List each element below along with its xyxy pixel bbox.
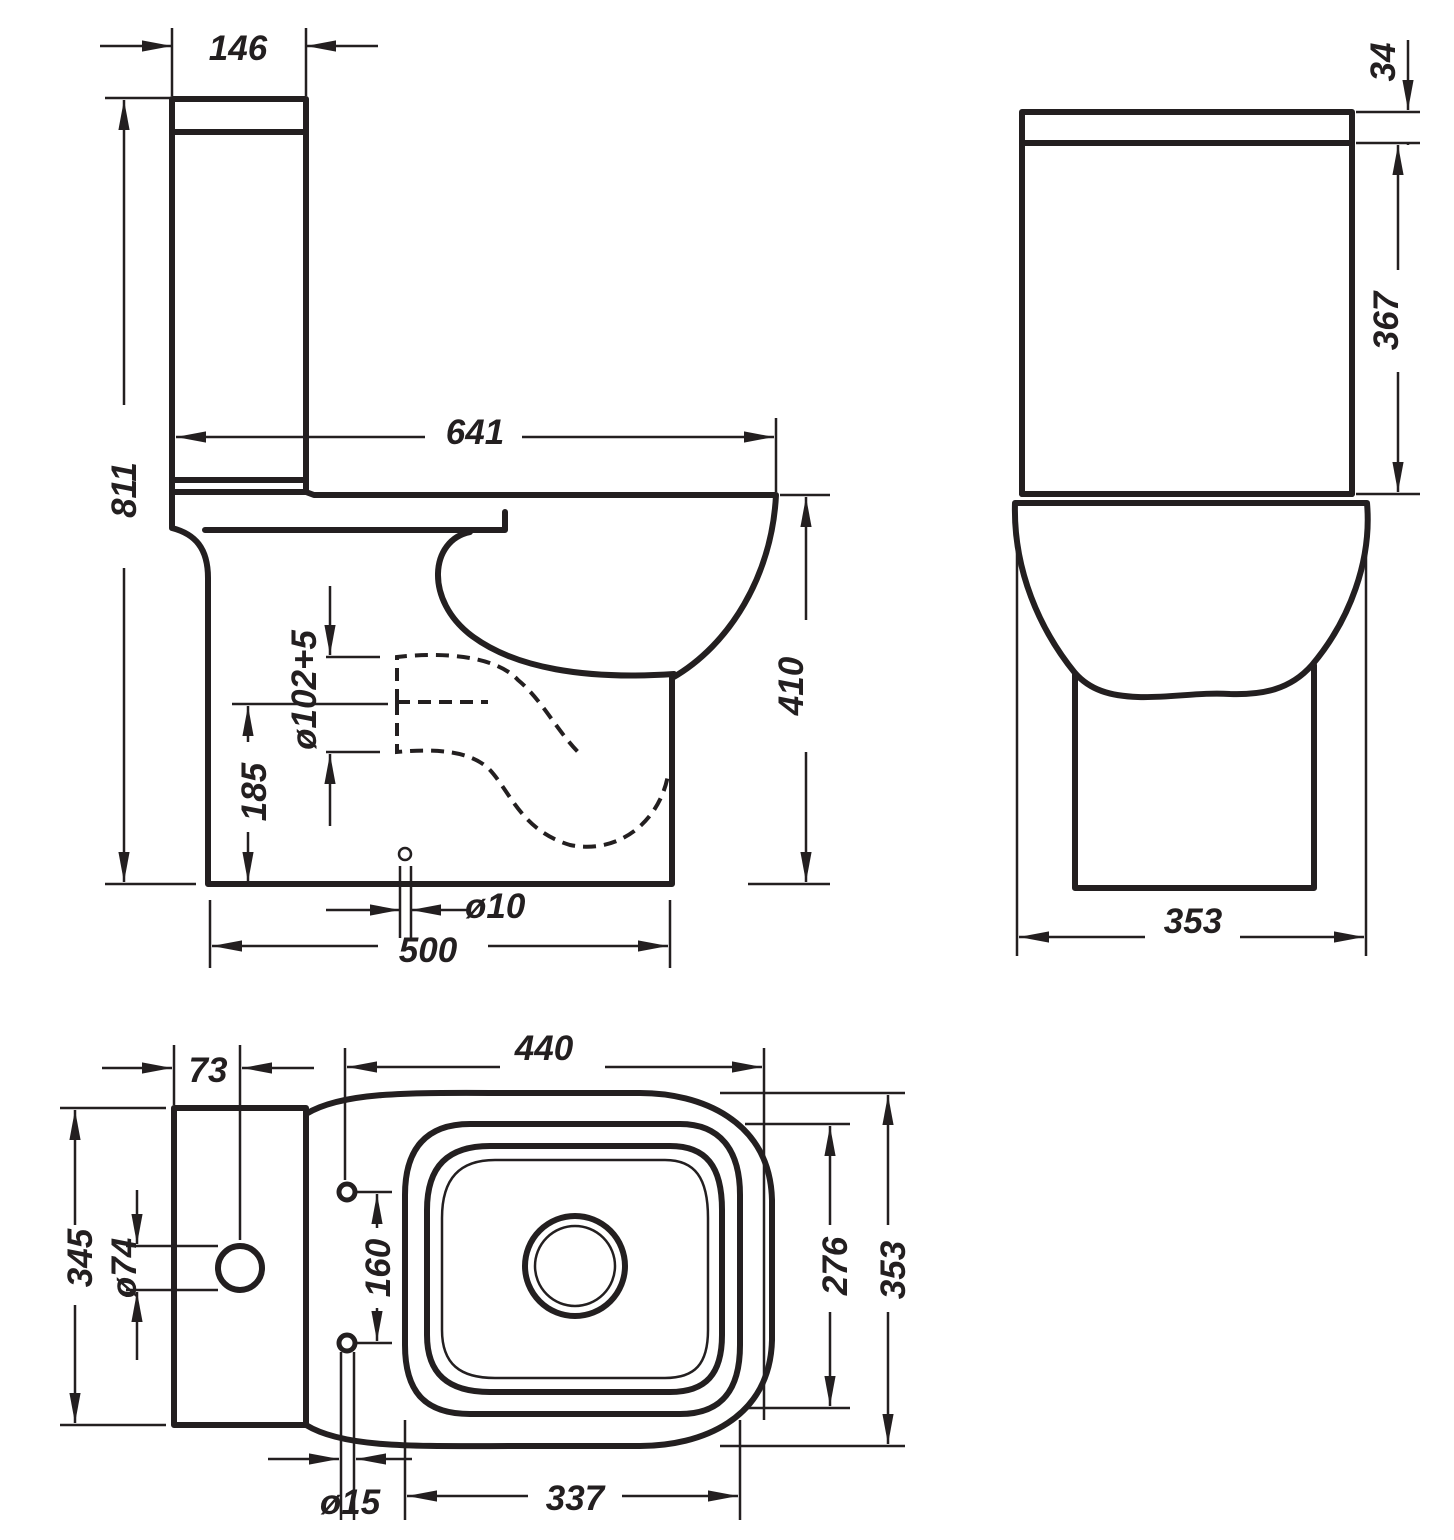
dim-side-fixing: ø10 (326, 866, 526, 938)
top-seat-inner (424, 1143, 725, 1395)
top-pan-outline (303, 1089, 775, 1450)
side-pan-outline (169, 489, 779, 887)
front-cistern (1019, 109, 1355, 497)
front-view: 34 367 353 (1011, 40, 1420, 956)
dim-top-160: 160 (355, 1190, 398, 1345)
dim-side-410: 410 (748, 493, 830, 886)
dim-side-185: 185 (232, 702, 388, 882)
dim-side-outlet: ø102+5 (285, 586, 380, 826)
dim-side-811: 811 (105, 96, 196, 886)
dim-front-lid-height-label: 34 (1364, 43, 1403, 82)
dim-top-bowl-length-label: 440 (514, 1029, 574, 1068)
dim-front-width-label: 353 (1164, 902, 1223, 941)
dim-top-seat-width-label: 276 (816, 1236, 855, 1296)
side-fixing-hole (397, 846, 413, 862)
top-drain (522, 1213, 628, 1319)
dim-top-353: 353 (720, 1091, 913, 1448)
dim-side-overall-height-label: 811 (105, 462, 144, 518)
dim-side-overall-length-label: 641 (446, 413, 504, 452)
dim-top-cistern-depth-label: 73 (189, 1051, 228, 1090)
dim-front-353: 353 (1015, 530, 1368, 956)
side-view: 146 641 811 410 (100, 28, 830, 970)
dim-side-fixing-hole-label: ø10 (465, 887, 526, 926)
dim-top-73: 73 (102, 1045, 314, 1240)
dim-side-base-length-label: 500 (399, 931, 458, 970)
top-seat-innermost (440, 1158, 710, 1380)
dim-top-hinge-hole: ø15 (268, 1352, 412, 1522)
dim-side-146: 146 (100, 28, 378, 96)
dim-top-337: 337 (403, 1420, 742, 1520)
dim-side-bowl-height-label: 410 (772, 656, 811, 716)
side-bowl-interior (435, 529, 677, 679)
dim-side-641: 641 (176, 413, 778, 492)
side-cistern (169, 96, 309, 495)
dim-top-345: 345 (60, 1106, 166, 1427)
top-inlet-hole (215, 1243, 265, 1293)
dim-top-seat-length-label: 337 (546, 1479, 606, 1518)
dim-side-500: 500 (208, 900, 672, 970)
dim-front-cistern-height-label: 367 (1367, 290, 1406, 350)
dim-top-276: 276 (745, 1122, 855, 1410)
dim-top-cistern-width-label: 345 (61, 1228, 100, 1287)
dim-top-hinge-spacing-label: 160 (359, 1238, 398, 1297)
dim-front-34: 34 (1356, 40, 1420, 145)
dim-side-outlet-diameter-label: ø102+5 (285, 630, 324, 750)
dim-top-440: 440 (343, 1029, 766, 1420)
dim-top-inlet-diameter-label: ø74 (105, 1238, 144, 1298)
top-hinge-hole-upper (336, 1181, 358, 1203)
dim-top-overall-width-label: 353 (874, 1240, 913, 1299)
front-bowl (1011, 500, 1371, 701)
top-hinge-hole-lower (336, 1332, 358, 1354)
top-view: 73 440 345 ø74 (60, 1029, 913, 1522)
side-pan-ledge (202, 509, 508, 533)
dim-front-367: 367 (1356, 145, 1420, 496)
side-trapway (395, 652, 670, 849)
dim-top-hinge-hole-label: ø15 (320, 1483, 381, 1522)
dim-side-cistern-depth-label: 146 (209, 29, 268, 68)
dim-top-inlet: ø74 (105, 1190, 218, 1360)
front-pedestal (1072, 662, 1317, 891)
dim-side-outlet-height-label: 185 (235, 762, 274, 821)
top-seat-outer (402, 1121, 743, 1417)
